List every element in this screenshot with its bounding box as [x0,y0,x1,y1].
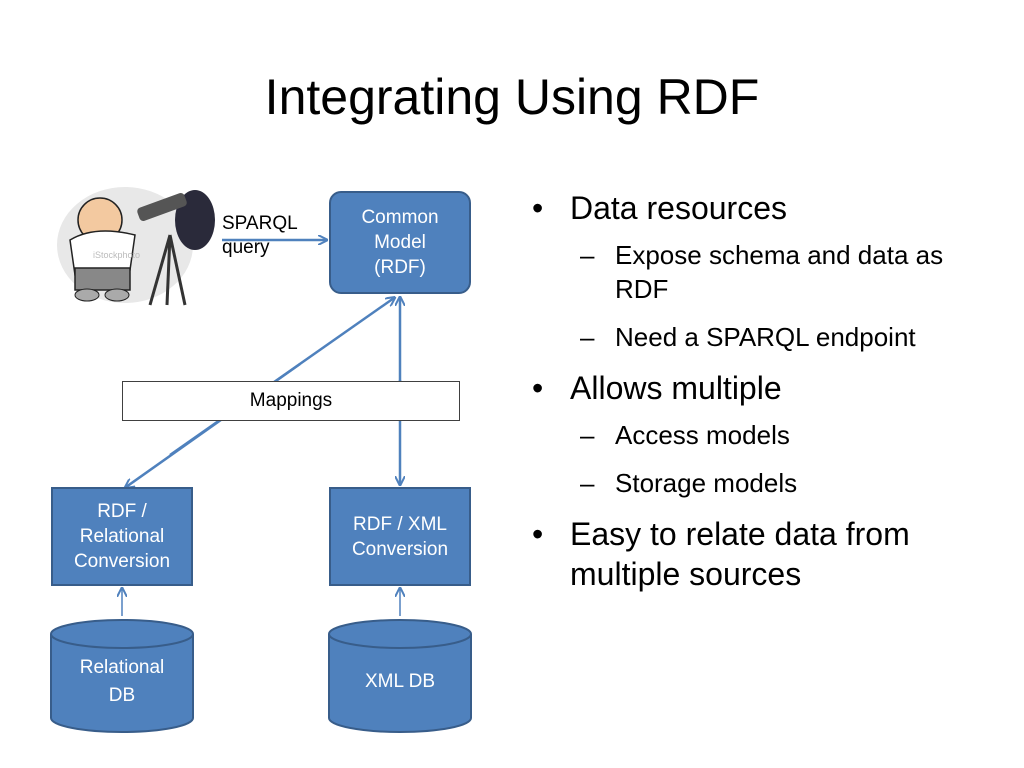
sub-bullet-text: Access models [615,420,790,450]
bullet-text: Allows multiple [570,370,782,406]
relational-db-label: Relational DB [79,657,165,706]
bullet-dot-icon: • [532,370,544,406]
dash-icon: – [580,240,595,270]
watermark-text: iStockphoto [93,250,140,260]
xml-db-label: XML DB [364,671,436,692]
bullet-list: • Data resources – Expose schema and dat… [532,188,1002,604]
dash-icon: – [580,322,595,352]
rdf-xml-conversion-box: RDF / XML Conversion [329,487,471,586]
rdf-relational-conversion-box: RDF / Relational Conversion [51,487,193,586]
dash-icon: – [580,468,595,498]
bullet-dot-icon: • [532,190,544,226]
sub-bullet-item: – Need a SPARQL endpoint [532,320,1002,354]
bullet-item: • Data resources [532,188,1002,228]
bullet-text: Easy to relate data from multiple source… [570,516,910,592]
common-model-box: Common Model (RDF) [329,191,471,294]
sub-bullet-text: Need a SPARQL endpoint [615,322,916,352]
bullet-item: • Allows multiple [532,368,1002,408]
bullet-dot-icon: • [532,516,544,552]
relational-db-cylinder [50,619,194,733]
sub-bullet-item: – Storage models [532,466,1002,500]
sub-bullet-item: – Access models [532,418,1002,452]
sub-bullet-item: – Expose schema and data as RDF [532,238,1002,306]
mappings-box: Mappings [122,381,460,421]
xml-db-cylinder [328,619,472,733]
person-telescope-clipart: iStockphoto [57,187,215,306]
bullet-text: Data resources [570,190,787,226]
sub-bullet-text: Expose schema and data as RDF [615,240,944,304]
sparql-query-label: SPARQL query [222,213,298,258]
slide-title: Integrating Using RDF [264,69,760,125]
bullet-item: • Easy to relate data from multiple sour… [532,514,1002,594]
dash-icon: – [580,420,595,450]
sub-bullet-text: Storage models [615,468,798,498]
